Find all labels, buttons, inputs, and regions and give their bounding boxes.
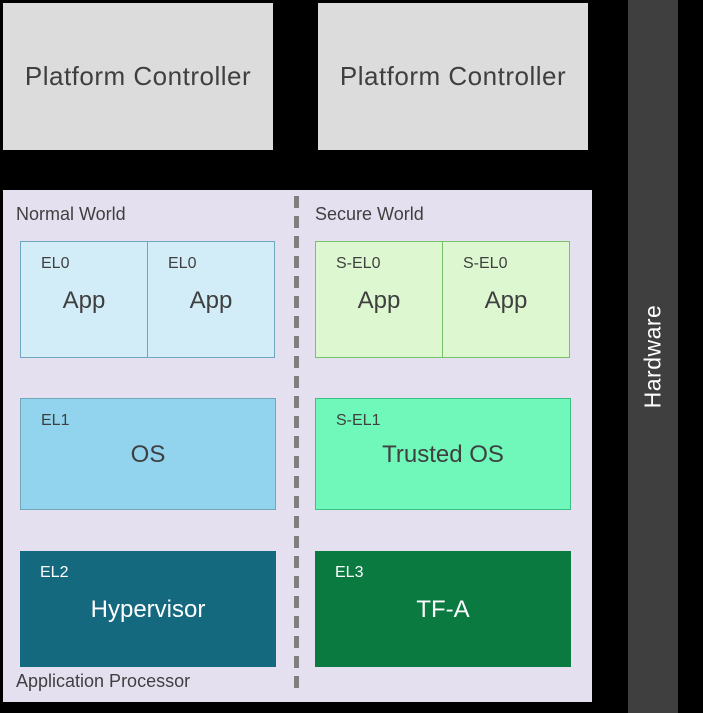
el3-tfa-box: EL3 TF-A: [315, 551, 571, 667]
component-name: Hypervisor: [90, 596, 206, 624]
el0-app-box-2: EL0 App: [147, 241, 275, 358]
s-el0-app-box-1: S-EL0 App: [315, 241, 443, 358]
exception-level-label: EL2: [40, 564, 69, 581]
secure-world-label: Secure World: [315, 204, 424, 224]
exception-level-label: S-EL0: [336, 255, 381, 272]
application-processor-box: Normal World Secure World EL0 App EL0 Ap…: [3, 190, 592, 702]
exception-level-label: EL3: [335, 564, 364, 581]
exception-level-label: EL0: [41, 255, 70, 272]
exception-level-label: EL1: [41, 412, 70, 429]
component-name: Trusted OS: [382, 441, 504, 469]
component-name: App: [484, 286, 528, 314]
el2-hypervisor-box: EL2 Hypervisor: [20, 551, 276, 667]
normal-world-label: Normal World: [16, 204, 126, 224]
component-name: OS: [130, 441, 166, 469]
hardware-bar: Hardware: [628, 0, 678, 713]
el0-app-box-1: EL0 App: [20, 241, 148, 358]
hardware-label: Hardware: [639, 304, 666, 409]
exception-level-label: S-EL0: [463, 255, 508, 272]
component-name: App: [357, 286, 401, 314]
world-divider-dashed-line: [294, 196, 299, 694]
component-name: TF-A: [416, 596, 470, 624]
exception-level-label: EL0: [168, 255, 197, 272]
platform-controller-label: Platform Controller: [24, 61, 252, 91]
component-name: App: [189, 286, 233, 314]
platform-controller-label: Platform Controller: [339, 61, 567, 91]
platform-controller-box-right: Platform Controller: [318, 3, 588, 150]
platform-controller-box-left: Platform Controller: [3, 3, 273, 150]
el1-os-box: EL1 OS: [20, 398, 276, 510]
exception-level-label: S-EL1: [336, 412, 381, 429]
s-el0-app-box-2: S-EL0 App: [442, 241, 570, 358]
component-name: App: [62, 286, 106, 314]
s-el1-trusted-os-box: S-EL1 Trusted OS: [315, 398, 571, 510]
application-processor-label: Application Processor: [16, 671, 191, 691]
